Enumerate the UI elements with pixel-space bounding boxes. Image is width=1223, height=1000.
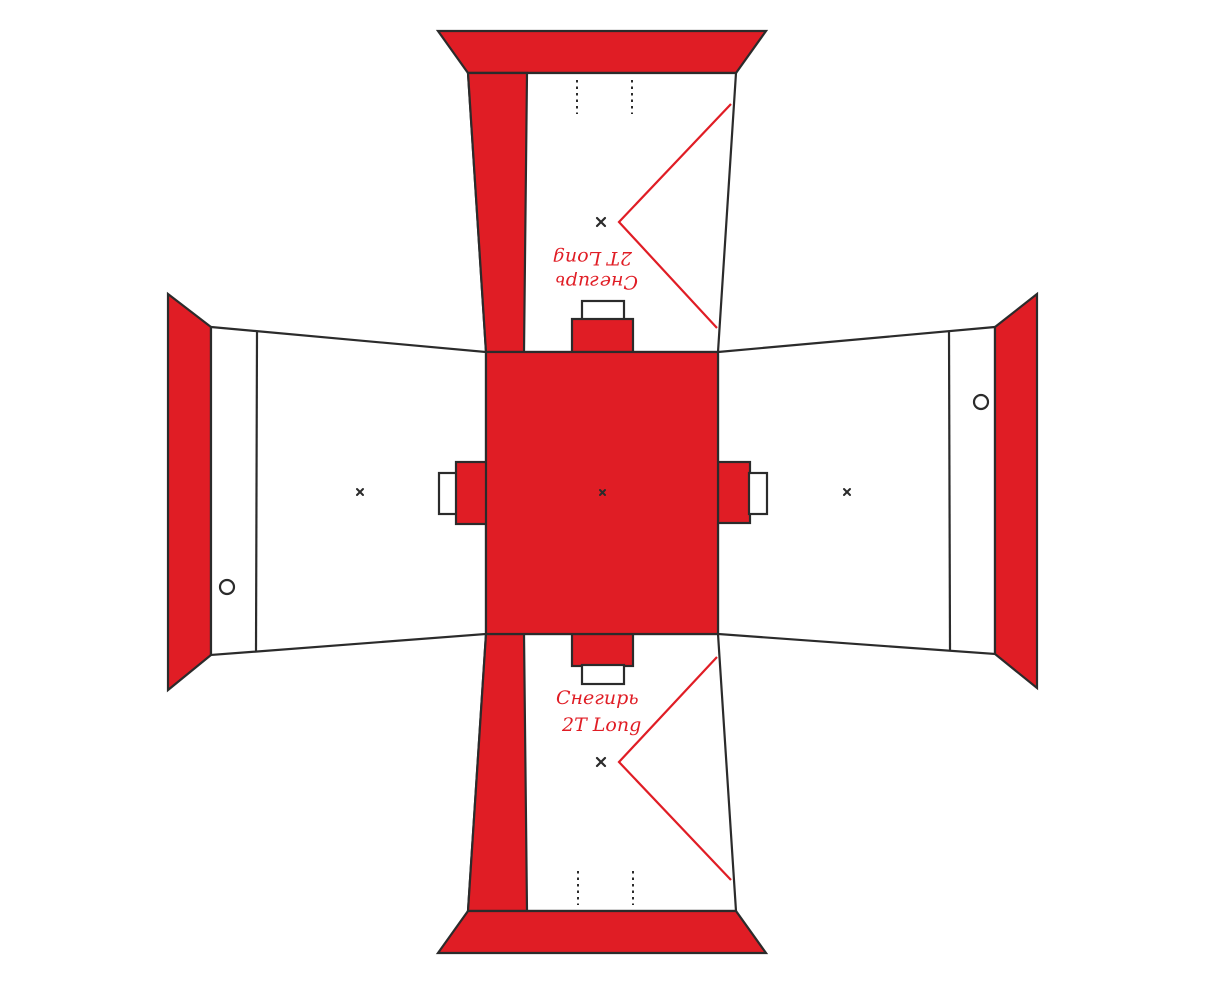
right-cross-mark <box>843 488 851 496</box>
top-v-fold <box>617 103 732 329</box>
bottom-side-strip <box>466 632 529 913</box>
right-tab-outer <box>747 471 769 516</box>
left-arm <box>166 291 489 693</box>
top-label-line2: 2T Long <box>553 247 633 269</box>
right-arm <box>716 291 1039 691</box>
top-side-strip <box>466 71 529 354</box>
center-cross-mark <box>599 489 606 496</box>
left-fold-line <box>254 331 259 652</box>
bottom-label-line2: 2T Long <box>561 714 641 736</box>
left-tab <box>454 460 489 526</box>
top-arm: Снегирь 2T Long <box>435 29 769 354</box>
bottom-end-flap <box>435 909 769 955</box>
bottom-cross-mark <box>595 756 607 768</box>
top-label-line1: Снегирь <box>555 271 638 293</box>
bottom-label-line1: Снегирь <box>556 687 639 709</box>
bottom-tab-outer <box>580 663 626 686</box>
right-end-flap <box>993 291 1039 691</box>
right-hole <box>972 393 990 411</box>
right-tab <box>716 460 752 525</box>
center-base <box>484 350 720 636</box>
left-hole <box>218 578 236 596</box>
right-fold-line <box>947 331 952 651</box>
left-tab-outer <box>437 471 459 516</box>
bottom-v-fold <box>617 656 732 881</box>
top-end-flap <box>435 29 769 75</box>
left-cross-mark <box>356 488 364 496</box>
left-end-flap <box>166 291 213 693</box>
top-cross-mark <box>595 216 607 228</box>
top-tab-outer <box>580 299 626 322</box>
bottom-tab <box>570 632 635 668</box>
top-tab <box>570 317 635 354</box>
bottom-arm: Снегирь 2T Long <box>435 632 769 955</box>
